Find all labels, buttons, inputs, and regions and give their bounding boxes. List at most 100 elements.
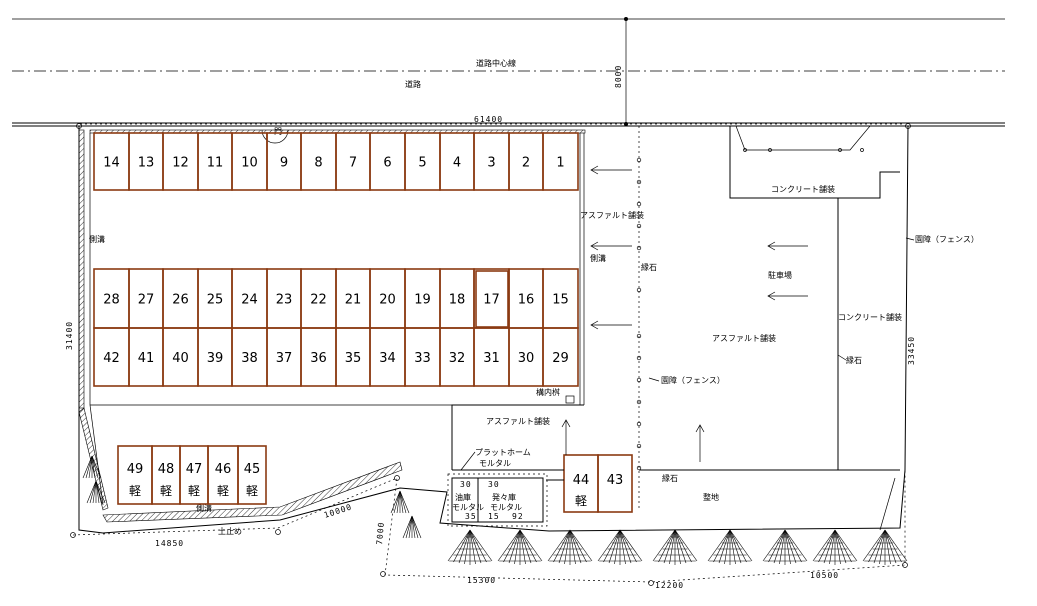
- concrete-label-2: コンクリート舗装: [838, 312, 902, 322]
- slope-fan: [402, 515, 422, 539]
- stall-outline: [597, 454, 633, 513]
- parking-stall: 13: [128, 132, 164, 191]
- road-label: 道路: [405, 79, 421, 89]
- stall-number: 38: [241, 351, 258, 366]
- retaining-label: 土止め: [218, 526, 242, 536]
- parking-stall: 22: [300, 268, 337, 329]
- stall-number: 13: [138, 156, 155, 171]
- stall-number: 44: [573, 473, 590, 488]
- stall-number: 28: [103, 293, 120, 308]
- parking-stall: 19: [404, 268, 441, 329]
- kei-stall: 46軽: [207, 445, 239, 505]
- slope-fan: [862, 529, 908, 565]
- stall-number: 19: [414, 293, 431, 308]
- dim-bottom-4: 15300: [467, 576, 496, 585]
- dim-bottom-1: 14850: [155, 539, 184, 548]
- slope-fan: [547, 529, 593, 565]
- middle-buildings: アスファルト舗装 プラットホーム モルタル 油庫 モルタル 発々庫 モルタル 3…: [447, 404, 584, 527]
- stall-number: 47: [186, 462, 203, 477]
- mortar-label-2: モルタル: [452, 503, 484, 512]
- parking-stall: 37: [266, 327, 302, 387]
- parking-stall: 6: [369, 132, 406, 191]
- stall-number: 36: [310, 351, 327, 366]
- stall-number: 14: [103, 156, 120, 171]
- parking-stall: 17: [473, 268, 510, 329]
- gate-label: 門: [274, 127, 282, 136]
- asphalt-label-3: アスファルト舗装: [486, 416, 550, 426]
- parking-stall: 18: [439, 268, 475, 329]
- road-center-label: 道路中心線: [476, 58, 516, 68]
- slope-fan: [447, 529, 493, 565]
- stall-number: 33: [414, 351, 431, 366]
- mortar-label-1: モルタル: [479, 459, 511, 468]
- dim-bottom-3: 7000: [375, 521, 386, 545]
- stall-number: 15: [552, 293, 569, 308]
- stall-number: 2: [522, 156, 530, 171]
- slope-fan: [597, 529, 643, 565]
- slope-fan: [497, 529, 543, 565]
- platform-label: プラットホーム: [475, 448, 531, 457]
- parking-stall: 43: [597, 454, 633, 513]
- kei-label: 軽: [129, 484, 141, 498]
- parking-stall: 11: [197, 132, 233, 191]
- kei-stall: 48軽: [151, 445, 181, 505]
- stall-number: 1: [556, 156, 564, 171]
- dim-bottom-5: 12200: [655, 581, 684, 590]
- dim-small-1: 30: [460, 480, 472, 489]
- kei-label: 軽: [246, 484, 258, 498]
- stall-number: 37: [276, 351, 293, 366]
- dim-frontage: 61400: [474, 115, 503, 124]
- dim-road-width: 8000: [614, 65, 623, 88]
- stall-number: 29: [552, 351, 569, 366]
- stall-number: 18: [449, 293, 466, 308]
- kei-stall: 47軽: [179, 445, 209, 505]
- parking-stall: 16: [508, 268, 544, 329]
- stall-number: 31: [483, 351, 500, 366]
- parking-stall: 41: [128, 327, 164, 387]
- curb-line: 縁石 園障（フェンス）: [636, 126, 725, 510]
- asphalt-label-2: アスファルト舗装: [712, 333, 776, 343]
- stall-number: 16: [518, 293, 535, 308]
- stall-number: 24: [241, 293, 258, 308]
- parking-stall: 30: [508, 327, 544, 387]
- stall-number: 22: [310, 293, 327, 308]
- kei-stall: 45軽: [237, 445, 267, 505]
- stall-number: 34: [379, 351, 396, 366]
- kei-label: 軽: [217, 484, 229, 498]
- curb-label-1: 縁石: [641, 262, 657, 272]
- parking-stall: 21: [335, 268, 371, 329]
- stall-number: 40: [172, 351, 189, 366]
- stall-number: 17: [483, 293, 500, 308]
- stall-number: 39: [207, 351, 224, 366]
- oil-store-label: 油庫: [455, 492, 471, 502]
- parking-stall: 3: [473, 132, 510, 191]
- road: 道路中心線 道路 8000 61400: [12, 17, 1005, 127]
- stall-number: 21: [345, 293, 362, 308]
- stall-number: 3: [487, 156, 495, 171]
- parking-stall: 31: [473, 327, 510, 387]
- curb-label-2: 縁石: [846, 355, 862, 365]
- fence-label-1: 園障（フェンス）: [661, 375, 725, 385]
- parking-stall: 1: [542, 132, 579, 191]
- stall-number: 25: [207, 293, 224, 308]
- slope-fan: [82, 455, 102, 479]
- grading-label: 整地: [703, 492, 719, 502]
- stall-outline: [237, 445, 267, 505]
- kei-stall: 49軽: [117, 445, 153, 505]
- ditch-mid-label: 側溝: [590, 253, 606, 263]
- parking-stall: 14: [93, 132, 130, 191]
- stall-17-highlight: [475, 270, 509, 328]
- stall-number: 23: [276, 293, 293, 308]
- parking-stall: 5: [404, 132, 441, 191]
- parking-stall: 15: [542, 268, 579, 329]
- dim-depth-left: 31400: [65, 321, 74, 350]
- parking-stall: 23: [266, 268, 302, 329]
- parking-stall: 4: [439, 132, 475, 191]
- parking-stall: 32: [439, 327, 475, 387]
- parking-stall: 20: [369, 268, 406, 329]
- parking-stall: 27: [128, 268, 164, 329]
- slope-fan: [390, 490, 410, 514]
- slope-marks: [82, 455, 908, 565]
